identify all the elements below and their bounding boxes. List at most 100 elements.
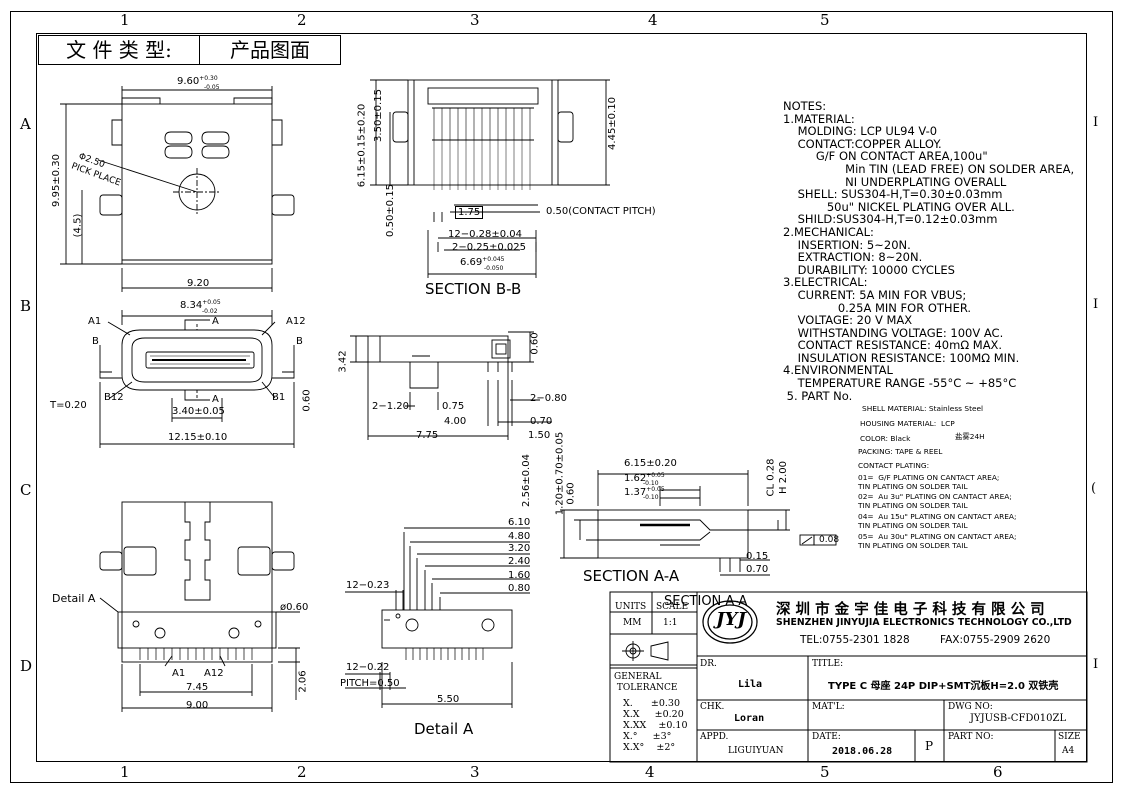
dim-aa-060: 0.60 [565,482,577,505]
dim-aa-162-tol: -0.10 [643,480,659,487]
part-note-p02: 02= Au 3u" PLATING ON CANTACT AREA; TIN … [858,492,1012,510]
doc-type-value: 产品图面 [199,35,341,65]
dim-sv-070: 0.70 [530,416,553,427]
company-name-cn: 深 圳 市 金 宇 佳 电 子 科 技 有 限 公 司 [776,602,1045,618]
appd-value: LIGUIYUAN [728,746,784,756]
section-bb [370,79,610,278]
chk-value: Loran [734,713,765,724]
label-b-right: B [296,336,303,347]
grid-col-5-top: 5 [820,11,830,29]
dim-bb-669: 6.69+0.045 [460,256,505,268]
note-line: 0.25A MIN FOR OTHER. [783,300,972,315]
dim-sv-400: 4.00 [444,416,467,427]
dim-bb-175: 1.75 [455,206,484,219]
note-line: EXTRACTION: 8~20N. [783,250,923,265]
dim-aa-070: 0.70 [746,564,769,575]
note-line: INSERTION: 5~20N. [783,237,911,252]
tolerance-line: X.X ±0.20 [623,709,684,720]
note-line: 5. PART No. [783,388,853,403]
dim-w1215: 12.15±0.10 [168,432,228,443]
dim-w340: 3.40±0.05 [172,406,225,417]
matl-label: MAT'L: [812,702,845,712]
company-tel: TEL:0755-2301 1828 [800,634,910,646]
dim-bv-206: 2.06 [297,670,309,693]
tolerance-line: X.XX ±0.10 [623,720,688,731]
dim-bb-12: 12−0.28±0.04 [448,229,523,240]
dim-bb-2: 2−0.25±0.025 [452,242,527,253]
side-view [350,331,552,440]
dwg-value: JYJUSB-CFD010ZL [970,713,1067,724]
dim-bb-350: 3.50±0.15 [372,89,384,142]
part-note-p04: 04= Au 15u" PLATING ON CANTACT AREA; TIN… [858,512,1017,530]
section-bb-title: SECTION B-B [425,280,522,298]
note-line: SHELL: SUS304-H,T=0.30±0.03mm [783,187,1003,202]
grid-col-4-top: 4 [648,11,658,29]
tolerance-line: X.X° ±2° [623,742,676,753]
grid-row-d: D [20,657,33,675]
section-aa-title: SECTION A-A [583,567,680,585]
label-bv-a1: A1 [172,668,186,679]
dim-aa-615: 6.15±0.20 [624,458,677,469]
units-label: UNITS [615,602,647,612]
grid-row-b-right: I [1093,297,1099,312]
p-label: P [925,739,934,753]
grid-row-c: C [20,481,32,499]
section-aa-title-overlap: SECTION A-A [664,594,748,609]
grid-col-2: 2 [297,763,307,781]
tolerance-line: X.° ±3° [623,731,672,742]
label-b1: B1 [272,392,286,403]
note-line: VOLTAGE: 20 V MAX [783,313,913,328]
dim-da-550: 5.50 [437,694,460,705]
dim-aa-cl: CL 0.28 [765,458,777,497]
grid-col-5: 5 [820,763,830,781]
dim-da-320: 3.20 [508,543,531,554]
dim-bb-445: 4.45±0.10 [606,97,618,150]
note-line: NOTES: [783,99,827,113]
dim-da-480: 4.80 [508,531,531,542]
note-line: CONTACT RESISTANCE: 40mΩ MAX. [783,338,1003,353]
note-line: Min TIN (LEAD FREE) ON SOLDER AREA, [783,161,1075,176]
dim-sv-775: 7.75 [416,430,439,441]
grid-col-3-top: 3 [470,11,480,29]
tolerance-line: X. ±0.30 [623,698,681,709]
label-a12: A12 [286,316,306,327]
title-value: TYPE C 母座 24P DIP+SMT沉板H=2.0 双铁壳 [828,681,1059,692]
dim-bb-669-tol: -0.050 [484,265,504,272]
label-a-bottom: A [212,394,219,405]
company-logo-text: JYJ [716,609,746,630]
company-logo [702,600,758,644]
note-line: NI UNDERPLATING OVERALL [783,174,1007,189]
dim-h060: 0.60 [301,389,313,412]
note-line: CONTACT:COPPER ALLOY. [783,136,942,151]
projection-symbol [622,641,669,661]
dim-bv-900: 9.00 [186,700,209,711]
label-bv-a12: A12 [204,668,224,679]
dim-aa-h: H 2.00 [777,461,789,494]
dim-h45: (4.5) [72,213,84,238]
chk-label: CHK. [700,702,725,712]
grid-row-d-right: I [1093,657,1099,672]
dim-da-12022: 12−0.22 [346,662,390,673]
dim-aa-137-tol: -0.10 [643,494,659,501]
dim-top-width: 9.60+0.30 [177,75,218,87]
dim-w920: 9.20 [187,278,210,289]
scale-label: SCALE [656,602,689,612]
dim-sv-150: 1.50 [528,430,551,441]
dim-bv-745: 7.45 [186,682,209,693]
note-line: G/F ON CONTACT AREA,100u" [783,149,988,164]
part-note-shell: SHELL MATERIAL: Stainless Steel [862,404,984,413]
dim-aa-162: 1.62+0.05 [624,472,665,484]
size-value: A4 [1062,746,1075,756]
dim-sv-2120: 2−1.20 [372,401,410,412]
grid-col-1: 1 [120,763,130,781]
dim-da-240: 2.40 [508,556,531,567]
dim-top-width-tol: -0.05 [204,84,220,91]
dim-sv-075: 0.75 [442,401,465,412]
detail-a [345,527,530,708]
dr-value: Lila [738,679,763,690]
part-no-label: PART NO: [948,732,994,742]
dim-aa-256: 2.56±0.04 [520,454,532,507]
dim-da-610: 6.10 [508,517,531,528]
part-note-p05: 05= Au 30u" PLATING ON CANTACT AREA; TIN… [858,532,1017,550]
